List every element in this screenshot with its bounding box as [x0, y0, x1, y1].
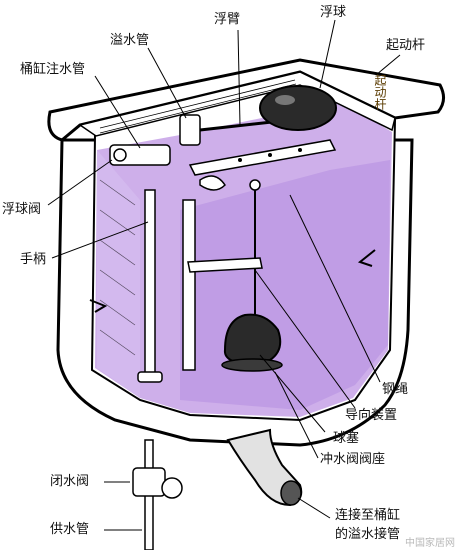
guide-device: [187, 257, 263, 273]
ball-stopper: [223, 313, 282, 364]
label-overflow-tube: 溢水管: [110, 33, 150, 48]
float-ball: [259, 85, 337, 131]
label-trip-lever-handle: 起动杆: [373, 74, 387, 110]
label-overflow-connect-2: 的溢水接管: [335, 527, 401, 542]
label-guide: 导向装置: [345, 408, 398, 423]
label-supply-pipe: 供水管: [50, 522, 90, 537]
label-handle: 手柄: [20, 252, 47, 267]
leader-lines: [47, 19, 401, 531]
label-flush-valve-seat: 冲水阀阀座: [320, 452, 386, 467]
fill-valve-pipe: [144, 189, 156, 381]
fill-valve-assembly: [109, 114, 226, 191]
label-trip-lever: 起动杆: [386, 38, 426, 53]
label-ballcock: 浮球阀: [2, 202, 42, 217]
label-overflow-connect-1: 连接至桶缸: [335, 508, 401, 523]
label-lift-wire: 钢绳: [382, 382, 409, 397]
shutoff-valve: [132, 467, 166, 497]
label-bowl-refill-tube: 桶缸注水管: [20, 62, 86, 77]
label-shutoff-valve: 闭水阀: [50, 474, 90, 489]
watermark: 中国家居网: [405, 538, 455, 549]
label-float-arm: 浮臂: [214, 12, 241, 27]
label-float-ball: 浮球: [320, 5, 347, 20]
label-ball-stopper: 球塞: [333, 431, 360, 446]
overflow-tube: [182, 199, 196, 371]
